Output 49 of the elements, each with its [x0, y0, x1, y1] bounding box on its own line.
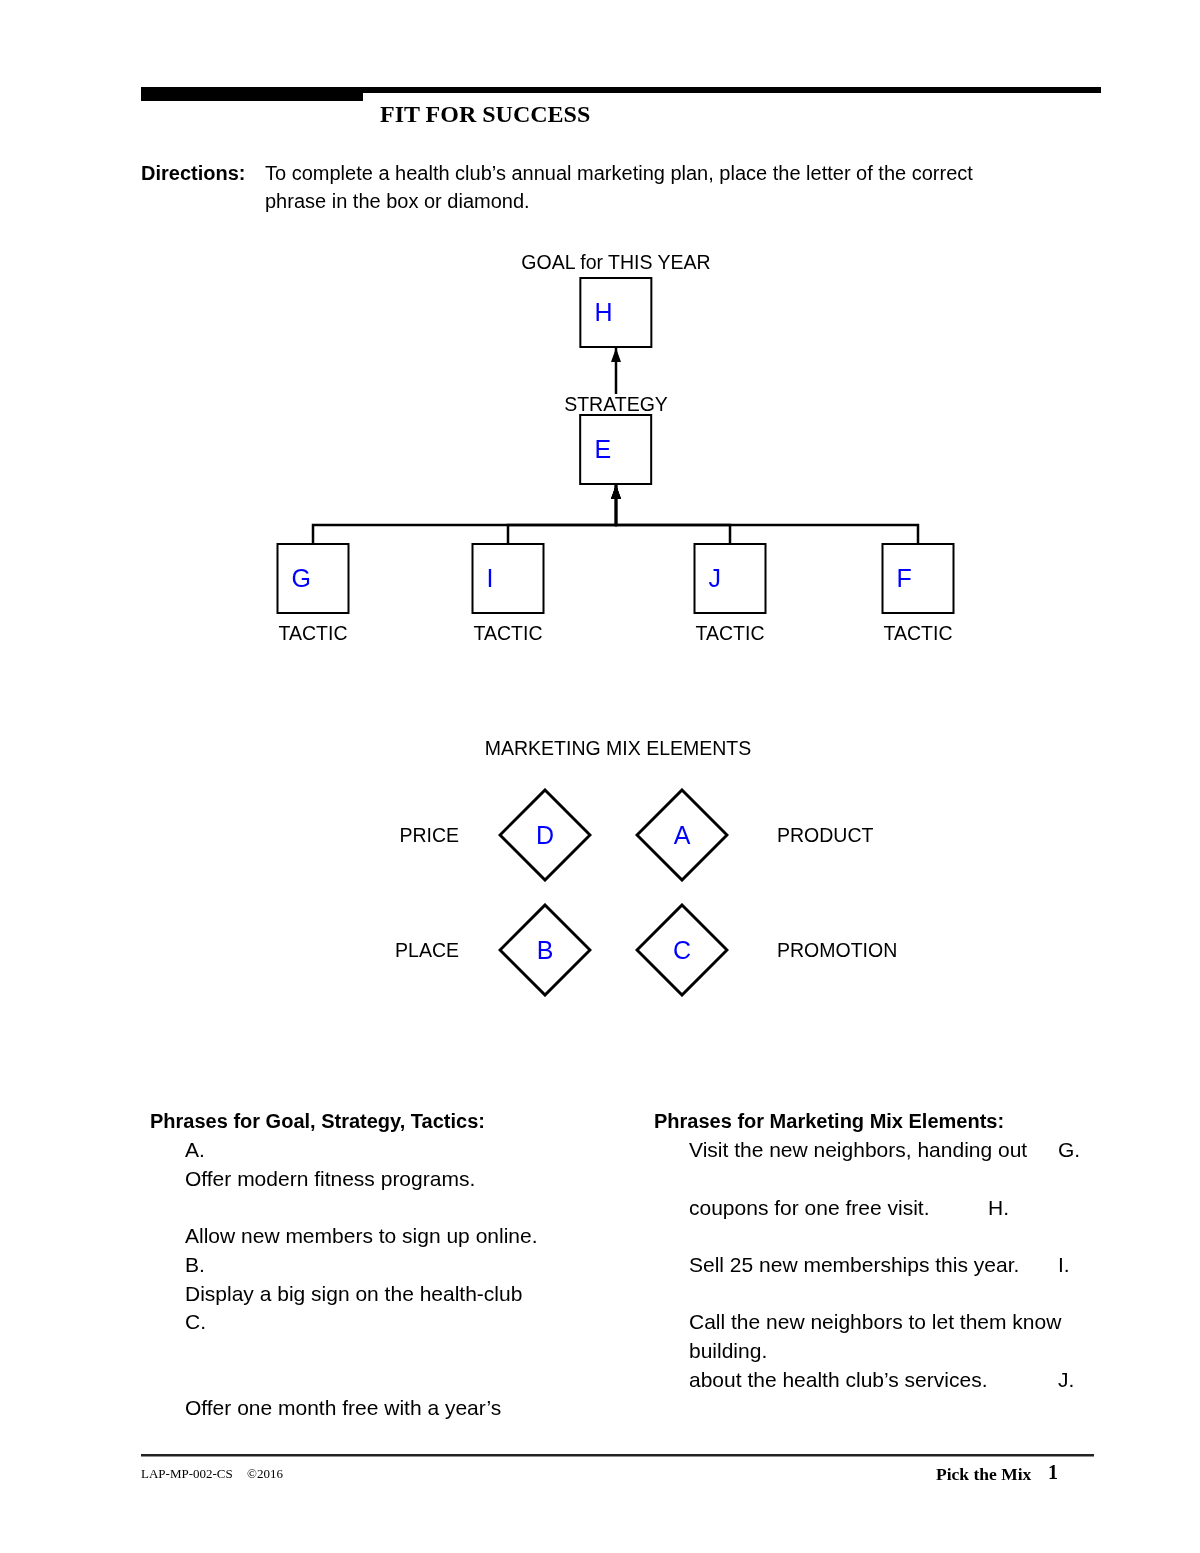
section-heading: MARKETING MIX ELEMENTS: [484, 736, 752, 760]
directions-text: To complete a health club’s annual marketing plan, place the letter of the correct phrase in the box or diamond.: [265, 161, 974, 214]
column-heading: Phrases for Marketing Mix Elements:: [654, 1109, 1005, 1133]
box-caption: STRATEGY: [564, 394, 668, 414]
element-label: PROMOTION: [777, 938, 898, 962]
option-letter: B.: [185, 1253, 205, 1277]
directions-heading: Directions:: [141, 161, 246, 185]
answer-box: H: [579, 277, 653, 348]
column-heading: Phrases for Goal, Strategy, Tactics:: [150, 1109, 485, 1133]
answer-diamond: D: [498, 788, 592, 882]
phrase-text: coupons for one free visit.: [689, 1196, 930, 1220]
answer-box: J: [693, 543, 767, 614]
title: FIT FOR SUCCESS: [380, 100, 591, 128]
answer-box: F: [881, 543, 955, 614]
option-letter: A.: [185, 1138, 205, 1162]
box-caption: TACTIC: [695, 623, 765, 643]
phrase-text: Display a big sign on the health-club: [185, 1282, 523, 1306]
phrase-text: Allow new members to sign up online.: [185, 1224, 538, 1248]
option-letter: G.: [1058, 1138, 1081, 1162]
box-caption: GOAL for THIS YEAR: [521, 252, 711, 272]
option-letter: J.: [1058, 1368, 1075, 1392]
answer-box: E: [579, 414, 653, 485]
option-letter: H.: [988, 1196, 1009, 1220]
answer-box: G: [276, 543, 350, 614]
arrow: [611, 485, 920, 543]
phrase-text: Offer modern fitness programs.: [185, 1167, 476, 1191]
element-label: PLACE: [395, 938, 459, 962]
page-number: 1: [1048, 1461, 1058, 1483]
copyright-notice: ©2016: [247, 1465, 283, 1483]
option-letter: I.: [1058, 1253, 1070, 1277]
phrase-text: Call the new neighbors to let them know: [689, 1310, 1062, 1334]
box-caption: TACTIC: [883, 623, 953, 643]
answer-diamond: A: [635, 788, 729, 882]
box-caption: TACTIC: [278, 623, 348, 643]
answer-diamond: C: [635, 903, 729, 997]
phrase-text: Sell 25 new memberships this year.: [689, 1253, 1020, 1277]
box-caption: TACTIC: [473, 623, 543, 643]
element-label: PRICE: [399, 823, 459, 847]
option-letter: C.: [185, 1310, 206, 1334]
answer-box: I: [471, 543, 545, 614]
document-code: LAP-MP-002-CS: [141, 1465, 233, 1483]
phrase-text: building.: [689, 1339, 768, 1363]
phrase-text: Visit the new neighbors, handing out: [689, 1138, 1028, 1162]
arrow: [611, 348, 621, 394]
element-label: PRODUCT: [777, 823, 874, 847]
answer-diamond: B: [498, 903, 592, 997]
phrase-text: about the health club’s services.: [689, 1368, 988, 1392]
phrase-text: Offer one month free with a year’s: [185, 1396, 502, 1420]
footer-title: Pick the Mix: [936, 1464, 1032, 1484]
